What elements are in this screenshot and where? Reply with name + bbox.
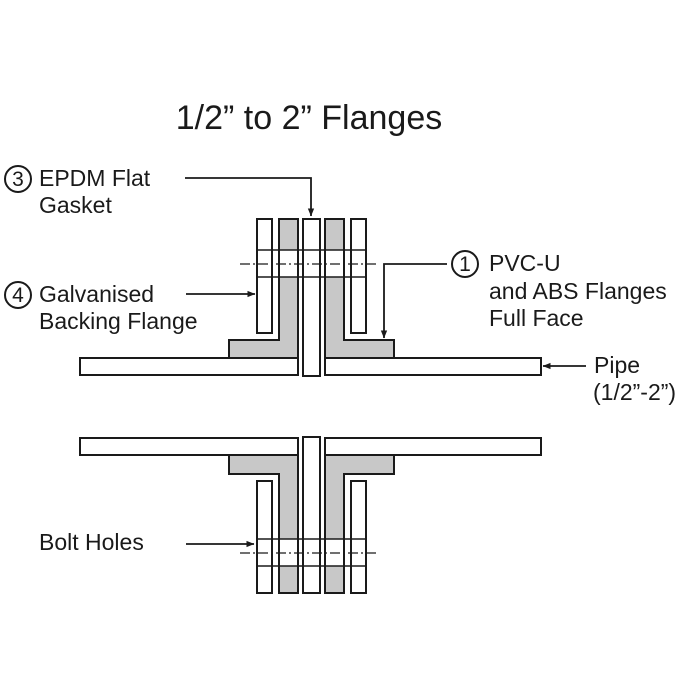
pvc-flange-label-line2: and ABS Flanges <box>489 278 667 304</box>
lower-backing-flange-left <box>256 480 273 594</box>
leader-lines <box>185 177 586 548</box>
gasket-label-line1: EPDM Flat <box>39 165 151 191</box>
upper-gasket <box>302 218 321 377</box>
upper-pipe-left <box>79 357 299 376</box>
lower-pipe-left <box>79 437 299 456</box>
bolt-holes-label: Bolt Holes <box>39 529 144 555</box>
gasket-callout-number: 3 <box>4 165 32 193</box>
pvc-flange-callout-number: 1 <box>451 250 479 278</box>
pipe-label-line1: Pipe <box>594 352 641 378</box>
lower-gasket <box>302 436 321 594</box>
backing-flange-label-line1: Galvanised <box>39 281 155 307</box>
pvc-flange-label-line3: Full Face <box>489 305 584 331</box>
diagram-title: 1/2” to 2” Flanges <box>175 99 443 137</box>
gasket-leader-arrow <box>185 177 315 217</box>
pipe-label-line2: (1/2”-2”) <box>593 379 677 405</box>
backing-flange-label-line2: Backing Flange <box>39 308 198 334</box>
upper-backing-flange-right <box>350 218 367 334</box>
pvc-flange-label-line1: PVC-U <box>489 250 561 276</box>
gasket-label-line2: Gasket <box>39 192 112 218</box>
backing-flange-callout-number: 4 <box>4 281 32 309</box>
lower-backing-flange-right <box>350 480 367 594</box>
upper-flange-assembly <box>79 218 542 377</box>
lower-pipe-right <box>324 437 542 456</box>
pvc-flange-leader-arrow <box>380 263 447 339</box>
upper-backing-flange-left <box>256 218 273 334</box>
upper-pipe-right <box>324 357 542 376</box>
lower-flange-assembly <box>79 436 542 594</box>
